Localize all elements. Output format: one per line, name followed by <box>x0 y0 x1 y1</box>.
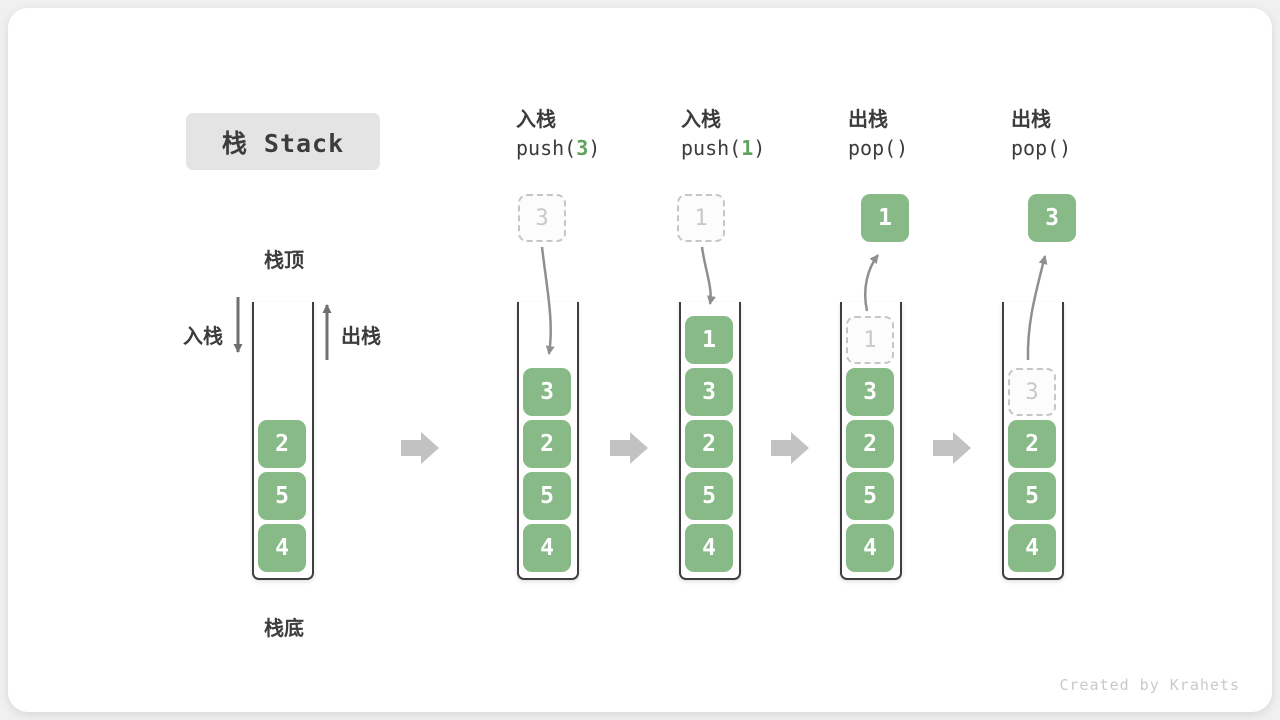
stack-cell: 1 <box>685 316 733 364</box>
stack-cell: 4 <box>846 524 894 572</box>
stack-cell: 4 <box>685 524 733 572</box>
ghost-cell: 1 <box>846 316 894 364</box>
watermark: Created by Krahets <box>1059 676 1240 694</box>
stack-cell: 5 <box>685 472 733 520</box>
stack-cell: 4 <box>523 524 571 572</box>
stack-top-label: 栈顶 <box>264 250 304 272</box>
title-badge: 栈 Stack <box>186 113 380 170</box>
stack-container-5: 3 2 5 4 <box>1002 302 1064 580</box>
stack-cell: 5 <box>1008 472 1056 520</box>
stack-cell: 2 <box>1008 420 1056 468</box>
op-code: push(1) <box>681 136 766 160</box>
stack-cell: 4 <box>1008 524 1056 572</box>
stack-cell: 5 <box>846 472 894 520</box>
op-name: 出栈 <box>848 109 888 131</box>
stack-container-4: 1 3 2 5 4 <box>840 302 902 580</box>
op-name: 入栈 <box>516 109 556 131</box>
op-name: 入栈 <box>681 109 721 131</box>
stack-cell: 5 <box>258 472 306 520</box>
popped-value-box: 3 <box>1028 194 1076 242</box>
pop-side-label: 出栈 <box>341 326 381 348</box>
op-arg: 1 <box>741 136 754 160</box>
op-code: pop() <box>848 136 909 160</box>
op-header-pop-2: 出栈 pop() <box>1011 107 1181 163</box>
popped-value-box: 1 <box>861 194 909 242</box>
push-side-label: 入栈 <box>183 326 223 348</box>
incoming-value-box: 1 <box>677 194 725 242</box>
stack-cell: 2 <box>523 420 571 468</box>
stack-cell: 2 <box>846 420 894 468</box>
stack-cell: 3 <box>846 368 894 416</box>
ghost-cell: 3 <box>1008 368 1056 416</box>
op-code: push(3) <box>516 136 601 160</box>
incoming-value-box: 3 <box>518 194 566 242</box>
stack-container-1: 2 5 4 <box>252 302 314 580</box>
stack-cell: 2 <box>258 420 306 468</box>
op-code: pop() <box>1011 136 1072 160</box>
op-header-push-1: 入栈 push(1) <box>681 107 851 163</box>
stack-cell: 2 <box>685 420 733 468</box>
title-text: 栈 Stack <box>221 128 345 158</box>
stack-cell: 3 <box>523 368 571 416</box>
op-name: 出栈 <box>1011 109 1051 131</box>
stack-cell: 4 <box>258 524 306 572</box>
stack-cell: 3 <box>685 368 733 416</box>
stack-container-3: 1 3 2 5 4 <box>679 302 741 580</box>
stack-cell: 5 <box>523 472 571 520</box>
op-header-pop-1: 出栈 pop() <box>848 107 1018 163</box>
stack-container-2: 3 2 5 4 <box>517 302 579 580</box>
op-arg: 3 <box>576 136 589 160</box>
op-header-push-3: 入栈 push(3) <box>516 107 686 163</box>
stack-bottom-label: 栈底 <box>264 618 304 640</box>
